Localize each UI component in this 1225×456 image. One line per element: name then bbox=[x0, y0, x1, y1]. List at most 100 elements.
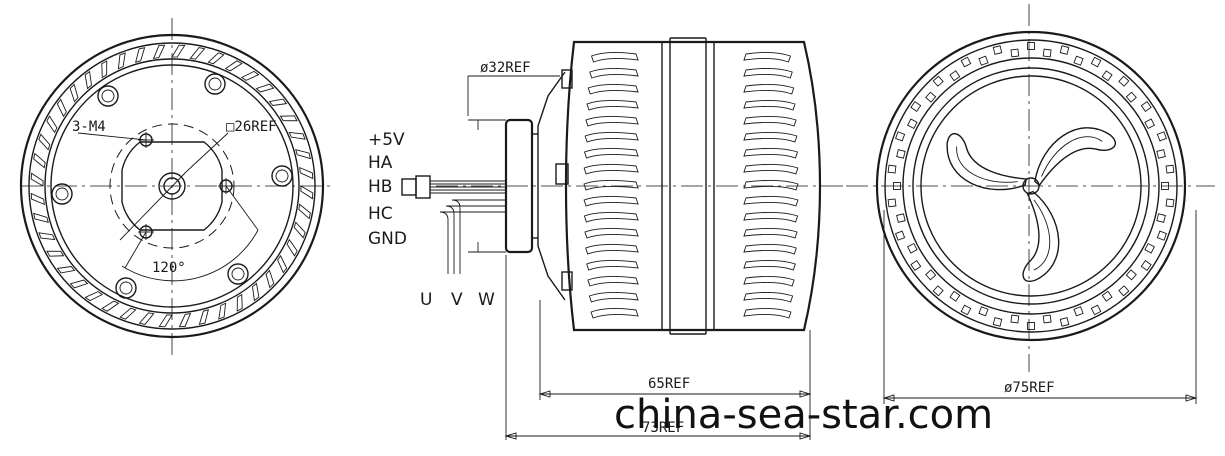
tread-slot bbox=[300, 185, 314, 200]
tread-slot bbox=[46, 250, 65, 257]
body-slot bbox=[743, 259, 796, 271]
body-slot bbox=[743, 83, 795, 95]
tread-block bbox=[925, 91, 937, 103]
tread-slot bbox=[69, 279, 89, 289]
tread-block bbox=[978, 306, 989, 317]
tread-slot bbox=[38, 133, 51, 151]
tread-slot bbox=[33, 152, 46, 169]
tread-block bbox=[1118, 285, 1130, 297]
body-slot bbox=[743, 67, 793, 79]
body-slot bbox=[743, 243, 797, 255]
tread-block bbox=[896, 149, 906, 159]
body-slot bbox=[583, 195, 639, 207]
tread-slot bbox=[101, 300, 120, 312]
outer-bolt bbox=[51, 183, 73, 205]
body-slot bbox=[584, 131, 639, 143]
motor-body bbox=[564, 40, 822, 332]
tread-slot bbox=[84, 291, 104, 302]
outer-bolt bbox=[97, 85, 119, 107]
tread-slot bbox=[286, 238, 298, 257]
front-view: 3-M4 □26REF 120° bbox=[19, 18, 332, 356]
body-slot bbox=[583, 179, 639, 191]
tread-block bbox=[1140, 100, 1152, 112]
body-slot bbox=[743, 227, 798, 239]
rear-outer-rim bbox=[875, 30, 1187, 342]
tread-block bbox=[949, 70, 961, 82]
tread-block bbox=[907, 242, 918, 254]
angle-label: 120° bbox=[152, 260, 186, 276]
tread-slot bbox=[298, 203, 311, 220]
fan-blade-inner bbox=[956, 146, 1018, 183]
tread-slot bbox=[198, 309, 209, 325]
body-slot bbox=[590, 307, 639, 319]
tread-slot bbox=[101, 60, 108, 79]
phase-label-u: U bbox=[420, 290, 432, 310]
tread-block bbox=[1027, 322, 1035, 330]
body-slot bbox=[584, 227, 639, 239]
tread-slot bbox=[38, 232, 56, 241]
tread-block bbox=[932, 285, 944, 297]
body-slot bbox=[586, 259, 639, 271]
tread-slot bbox=[117, 52, 126, 70]
body-slot bbox=[743, 307, 792, 319]
tread-block bbox=[1042, 48, 1052, 58]
body-slot bbox=[743, 131, 798, 143]
tread-slot bbox=[135, 47, 146, 63]
body-slot bbox=[588, 291, 639, 303]
wire-label-ha: HA bbox=[368, 153, 393, 173]
body-slot bbox=[743, 163, 799, 175]
tread-slot bbox=[252, 282, 260, 302]
tread-block bbox=[1118, 75, 1130, 87]
tread-block bbox=[1027, 42, 1035, 50]
tread-block bbox=[925, 269, 937, 281]
wire-bundle bbox=[401, 175, 506, 274]
outer-diameter-label: ø75REF bbox=[1004, 380, 1055, 396]
tread-slot bbox=[277, 254, 288, 274]
fan-blade-inner bbox=[1041, 136, 1103, 177]
wire-label-hc: HC bbox=[368, 204, 393, 224]
tread-slot bbox=[138, 312, 155, 325]
tread-block bbox=[910, 260, 922, 272]
tread-block bbox=[1090, 56, 1102, 68]
tread-block bbox=[1059, 317, 1070, 327]
tread-slot bbox=[119, 307, 137, 320]
tread-block bbox=[887, 164, 897, 174]
tread-slot bbox=[279, 115, 298, 122]
tread-block bbox=[960, 56, 972, 68]
outer-bolt bbox=[115, 277, 137, 299]
body-slot bbox=[585, 243, 639, 255]
tread-slot bbox=[56, 98, 67, 118]
tread-block bbox=[992, 45, 1003, 55]
body-slot bbox=[743, 179, 799, 191]
body-slot bbox=[590, 51, 639, 63]
fan-blade bbox=[946, 132, 1027, 191]
tread-block bbox=[1101, 70, 1113, 82]
wire-label-hb: HB bbox=[368, 177, 392, 197]
body-slot bbox=[583, 211, 639, 223]
tread-slot bbox=[171, 44, 186, 58]
tread-block bbox=[1125, 269, 1137, 281]
total-length-label: 73REF bbox=[642, 420, 684, 436]
fan-blade-inner bbox=[1033, 199, 1051, 271]
body-slot bbox=[587, 275, 639, 287]
outer-bolt bbox=[271, 165, 293, 187]
tread-block bbox=[992, 317, 1003, 327]
body-slot bbox=[743, 51, 792, 63]
body-slot bbox=[743, 291, 794, 303]
tread-slot bbox=[207, 52, 225, 65]
tread-slot bbox=[46, 115, 58, 134]
tread-block bbox=[1059, 45, 1070, 55]
tread-block bbox=[893, 182, 901, 190]
tread-block bbox=[1165, 198, 1175, 208]
shaft-boss bbox=[504, 118, 534, 254]
body-slot bbox=[586, 99, 639, 111]
tread-block bbox=[1010, 48, 1020, 58]
tread-block bbox=[910, 100, 922, 112]
outer-bolt bbox=[204, 73, 226, 95]
tread-slot bbox=[293, 221, 306, 239]
tread-slot bbox=[158, 314, 173, 328]
tread-block bbox=[1010, 314, 1020, 324]
tread-slot bbox=[30, 192, 45, 206]
tread-block bbox=[978, 55, 989, 66]
